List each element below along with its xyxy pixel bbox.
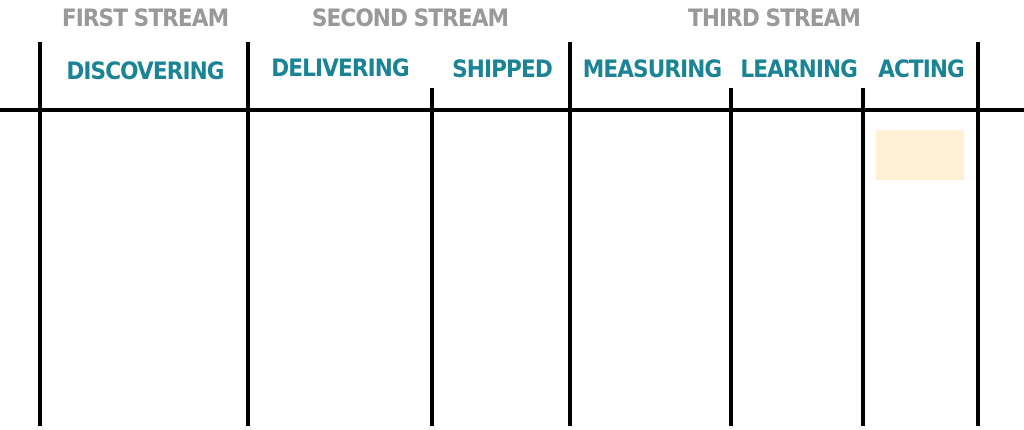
column-divider-measuring-learning <box>729 88 733 426</box>
column-divider-learning-acting <box>861 88 865 426</box>
stream-label-first: FIRST STREAM <box>61 4 229 32</box>
stream-label-third: THIRD STREAM <box>687 4 861 32</box>
column-divider-delivering-shipped <box>430 88 434 426</box>
stream-label-second: SECOND STREAM <box>311 4 509 32</box>
stream-boundary-second-third <box>568 42 572 426</box>
stream-boundary-right <box>976 42 980 426</box>
column-label-shipped: SHIPPED <box>452 55 553 83</box>
stream-boundary-first-second <box>246 42 250 426</box>
column-label-discovering: DISCOVERING <box>66 57 224 85</box>
column-label-learning: LEARNING <box>740 55 857 83</box>
stream-boundary-left <box>38 42 42 426</box>
column-label-measuring: MEASURING <box>582 55 722 83</box>
column-label-delivering: DELIVERING <box>271 54 409 82</box>
header-divider <box>0 108 1024 112</box>
sticky-note-card[interactable] <box>876 130 964 180</box>
column-label-acting: ACTING <box>878 55 965 83</box>
